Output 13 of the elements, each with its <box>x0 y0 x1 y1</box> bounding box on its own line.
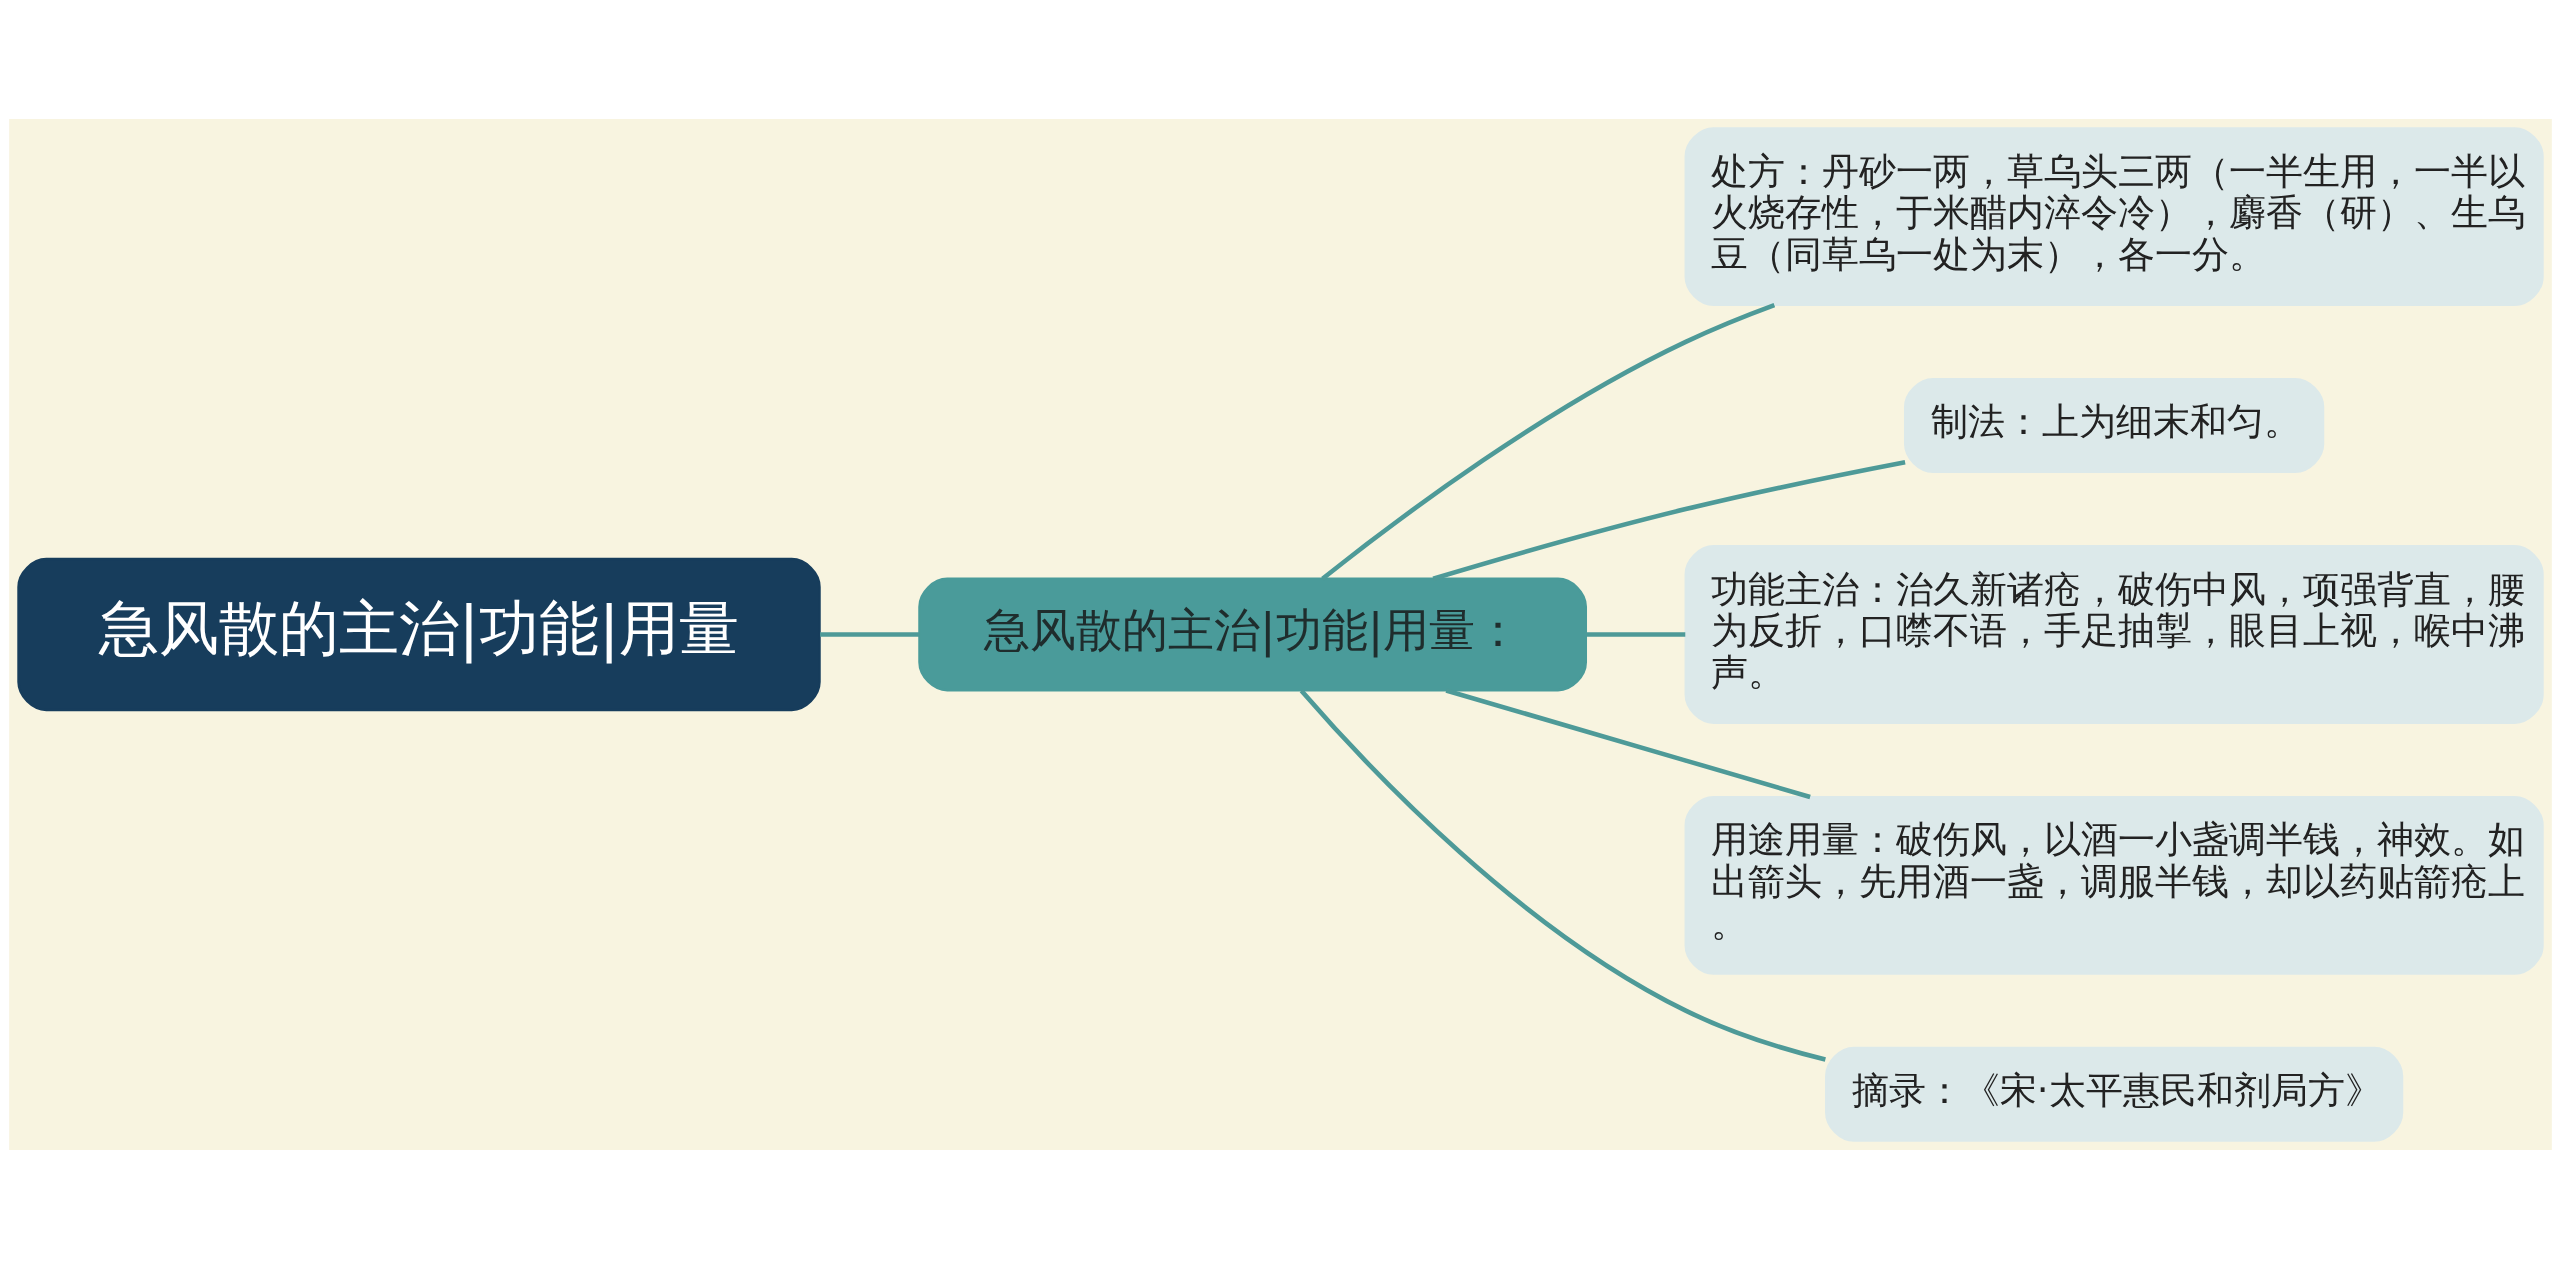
connector <box>1445 688 1811 800</box>
node-box: 急风散的主治|功能|用量 <box>16 557 821 712</box>
node-box: 用途用量：破伤风，以酒一小盏调半钱，神效。如出箭头，先用酒一盏，调服半钱，却以药贴箭疮上。 <box>1684 795 2544 975</box>
node-box: 急风散的主治|功能|用量： <box>917 577 1587 692</box>
connector <box>819 632 919 637</box>
connector <box>1432 459 1906 581</box>
connector <box>1299 689 1826 1062</box>
node-box: 摘录：《宋·太平惠民和剂局方》 <box>1824 1046 2403 1142</box>
connector <box>1585 632 1685 637</box>
node-box: 功能主治：治久新诸疮，破伤中风，项强背直，腰为反折，口噤不语，手足抽掣，眼目上视，喉中沸声。 <box>1684 545 2544 724</box>
node-box: 制法：上为细末和匀。 <box>1903 377 2324 474</box>
connector <box>1320 302 1775 581</box>
node-box: 处方：丹砂一两，草乌头三两（一半生用，一半以火烧存性，于米醋内淬令冷），麝香（研）、生乌豆（同草乌一处为末），各一分。 <box>1684 127 2544 306</box>
